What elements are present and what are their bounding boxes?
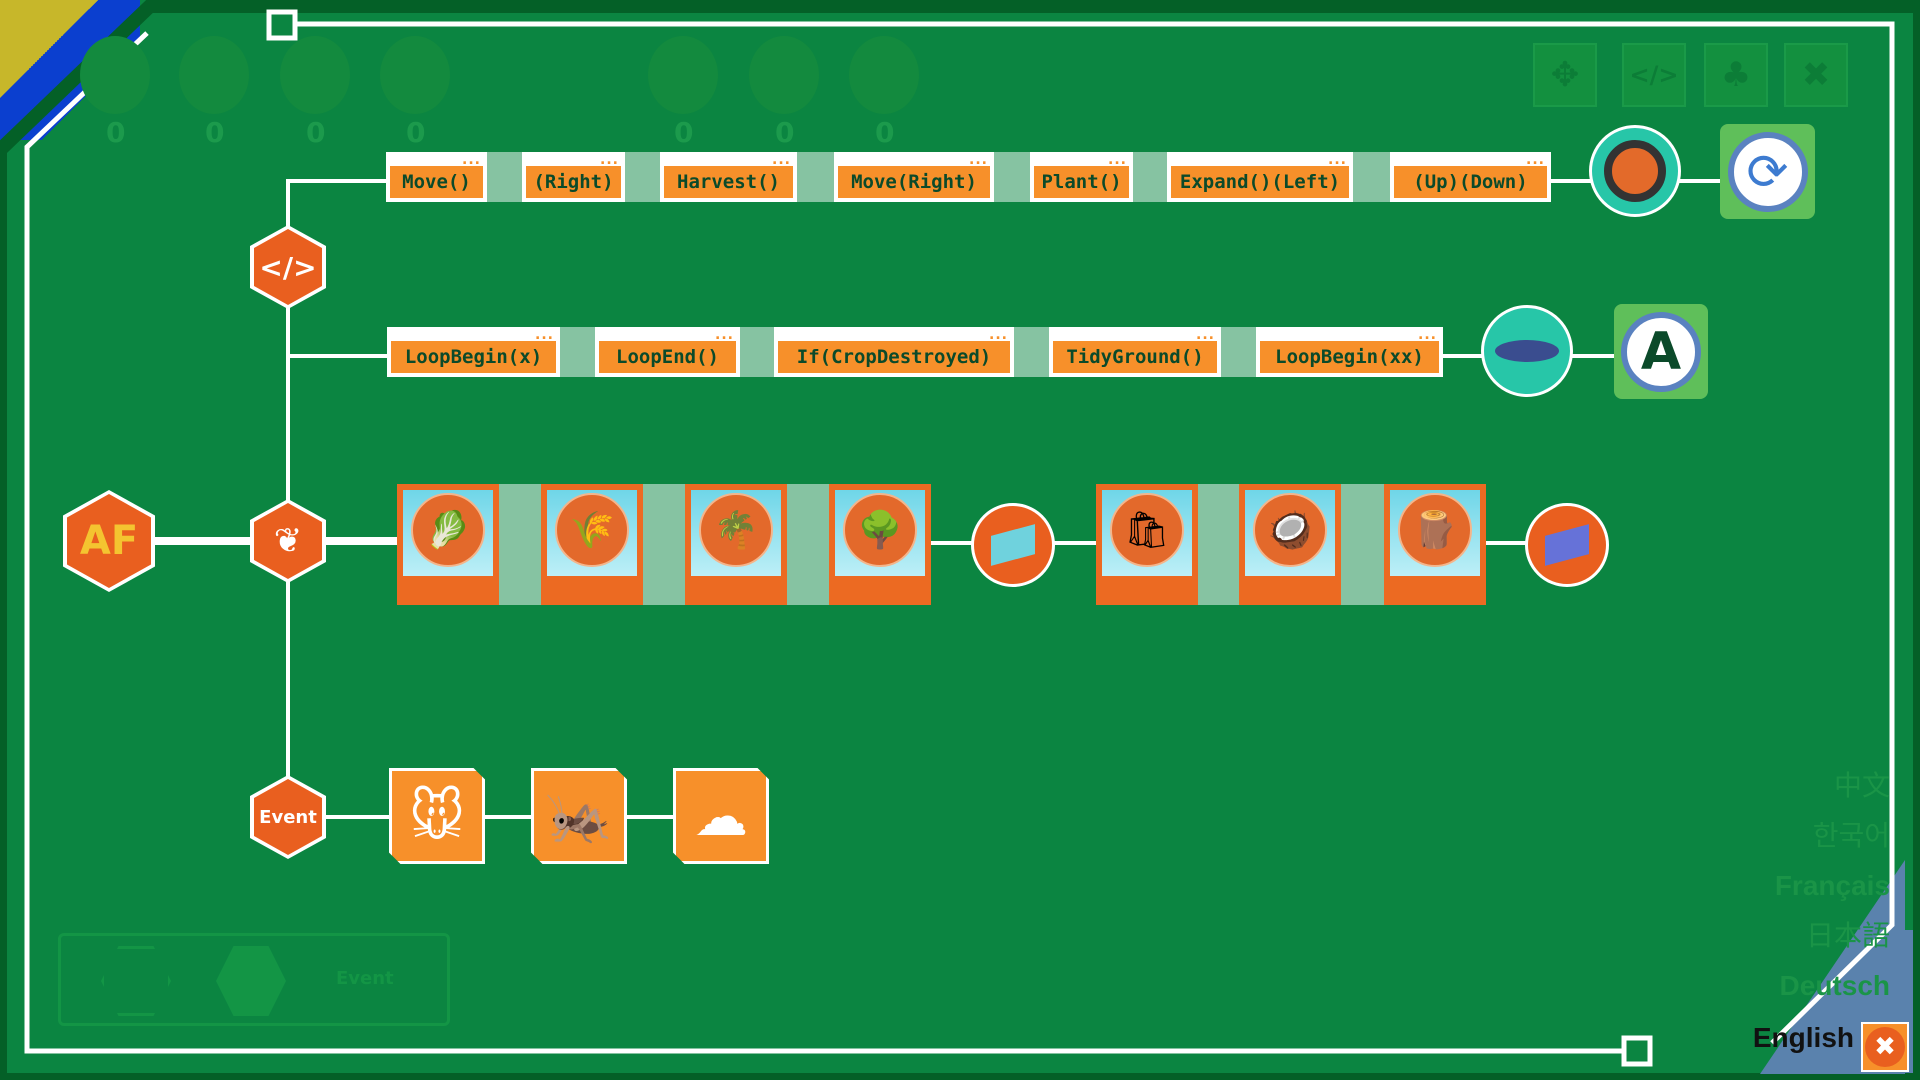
connector	[1014, 327, 1049, 377]
resource-count: 0	[205, 116, 225, 149]
connector	[1353, 152, 1390, 202]
close-icon: ✖	[1801, 55, 1831, 95]
resource-count: 0	[106, 116, 126, 149]
coconut-icon: 🥥	[1253, 493, 1327, 567]
letter-a-icon: A	[1621, 311, 1701, 392]
close-language-button[interactable]: ✖	[1861, 1022, 1909, 1072]
coconut-icon	[749, 36, 819, 114]
connector	[487, 152, 522, 202]
code-block[interactable]: ...LoopEnd()	[595, 327, 740, 377]
code-block[interactable]: ...Harvest()	[660, 152, 797, 202]
resource-count: 0	[875, 116, 895, 149]
event-grasshopper[interactable]: 🦗	[531, 768, 627, 864]
palm-icon: 🌴	[699, 493, 773, 567]
code-button[interactable]: </>	[1622, 43, 1686, 107]
lang-french[interactable]: Français	[1774, 870, 1890, 901]
code-block[interactable]: ...(Right)	[522, 152, 625, 202]
connector	[1198, 484, 1239, 605]
close-board-button[interactable]: ✖	[1784, 43, 1848, 107]
resize-handle-bottom	[1621, 1035, 1653, 1067]
plant-button[interactable]: ♣	[1704, 43, 1768, 107]
crop-card-lettuce[interactable]: 🥬	[397, 484, 499, 605]
code-block[interactable]: ...If(CropDestroyed)	[774, 327, 1014, 377]
connector	[1341, 484, 1384, 605]
wheat-icon	[179, 36, 249, 114]
lang-chinese[interactable]: 中文	[1833, 770, 1890, 801]
close-icon: ✖	[1865, 1027, 1905, 1067]
connector	[560, 327, 595, 377]
resource-count: 0	[406, 116, 426, 149]
code-block[interactable]: ...LoopBegin(xx)	[1256, 327, 1443, 377]
code-block[interactable]: ...Move(Right)	[834, 152, 994, 202]
connector	[625, 152, 660, 202]
code-block[interactable]: ...(Up)(Down)	[1390, 152, 1551, 202]
ufo-icon[interactable]	[1481, 305, 1573, 397]
lettuce-icon: 🥬	[411, 493, 485, 567]
palette-event-node[interactable]: Event	[336, 968, 394, 989]
lang-english[interactable]: English	[1752, 1022, 1854, 1053]
resource-count: 0	[674, 116, 694, 149]
lang-korean[interactable]: 한국어	[1812, 820, 1890, 851]
bush-icon: 🌳	[843, 493, 917, 567]
rain-cloud-icon: ☁	[694, 784, 748, 848]
event-mouse[interactable]: 🐭	[389, 768, 485, 864]
sack-icon: 🛍	[1110, 493, 1184, 567]
auto-button[interactable]: A	[1614, 304, 1708, 399]
crop-card-bush[interactable]: 🌳	[829, 484, 931, 605]
connector	[994, 152, 1030, 202]
connector	[642, 484, 685, 605]
lettuce-icon	[80, 36, 150, 114]
grasshopper-icon: 🦗	[545, 784, 613, 847]
connector	[740, 327, 774, 377]
palette-plant-node[interactable]	[101, 946, 171, 1016]
resize-handle-top	[266, 9, 298, 41]
log-icon: 🪵	[1398, 493, 1472, 567]
crop-card-palm[interactable]: 🌴	[685, 484, 787, 605]
lang-german[interactable]: Deutsch	[1779, 970, 1890, 1001]
product-card-coconut[interactable]: 🥥	[1239, 484, 1341, 605]
connector	[786, 484, 829, 605]
connector	[797, 152, 834, 202]
cube-icon[interactable]	[971, 503, 1055, 587]
code-block[interactable]: ...Move()	[386, 152, 487, 202]
cube-icon[interactable]	[1525, 503, 1609, 587]
refresh-button[interactable]: ⟳	[1720, 124, 1815, 219]
branch-row4	[286, 815, 390, 819]
product-card-log[interactable]: 🪵	[1384, 484, 1486, 605]
leaf-icon: ❦	[254, 503, 322, 579]
connector	[498, 484, 541, 605]
move-icon: ✥	[1550, 55, 1580, 95]
lang-japanese[interactable]: 日本語	[1805, 920, 1890, 951]
crop-card-wheat[interactable]: 🌾	[541, 484, 643, 605]
code-icon: </>	[254, 229, 322, 305]
connector	[1133, 152, 1167, 202]
event-rain[interactable]: ☁	[673, 768, 769, 864]
code-block[interactable]: ...Expand()(Left)	[1167, 152, 1353, 202]
palm-icon	[280, 36, 350, 114]
node-palette[interactable]: Event	[58, 933, 450, 1026]
code-block[interactable]: ...TidyGround()	[1049, 327, 1221, 377]
wheat-icon: 🌾	[555, 493, 629, 567]
product-card-sack[interactable]: 🛍	[1096, 484, 1198, 605]
connector	[1221, 327, 1256, 377]
move-button[interactable]: ✥	[1533, 43, 1597, 107]
wheel-icon[interactable]	[1589, 125, 1681, 217]
code-block[interactable]: ...LoopBegin(x)	[387, 327, 560, 377]
branch-row1	[286, 179, 388, 183]
code-icon: </>	[1629, 61, 1679, 89]
refresh-icon: ⟳	[1727, 131, 1808, 212]
branch-row2	[286, 354, 388, 358]
sack-icon	[648, 36, 718, 114]
log-icon	[849, 36, 919, 114]
resource-count: 0	[306, 116, 326, 149]
palette-cube-node[interactable]	[216, 946, 286, 1016]
mouse-icon: 🐭	[408, 784, 466, 848]
resource-count: 0	[775, 116, 795, 149]
plant-icon: ♣	[1720, 55, 1752, 95]
bush-icon	[380, 36, 450, 114]
code-block[interactable]: ...Plant()	[1030, 152, 1133, 202]
